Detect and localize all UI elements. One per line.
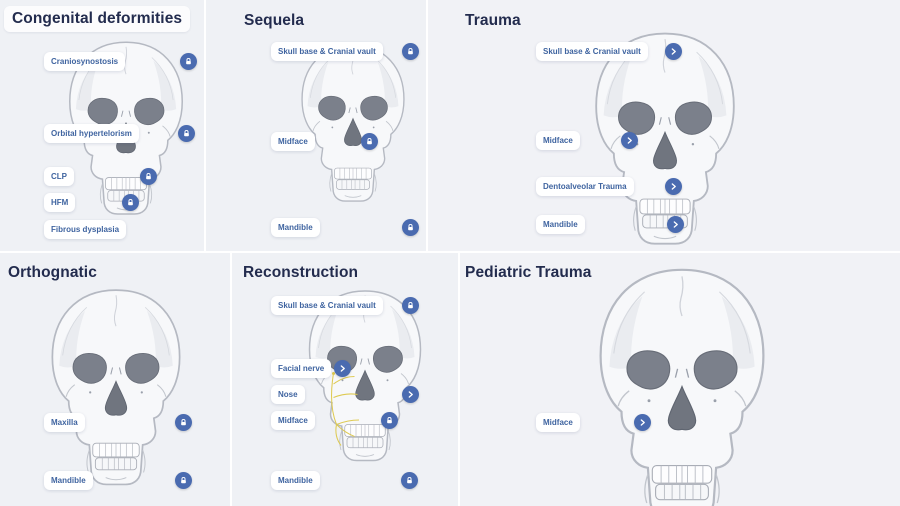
- lock-button[interactable]: [402, 297, 419, 314]
- item-label-button[interactable]: Orbital hypertelorism: [44, 124, 139, 143]
- chevron-button[interactable]: [667, 216, 684, 233]
- panel-title: Trauma: [465, 12, 521, 29]
- item-label-button[interactable]: Skull base & Cranial vault: [271, 42, 383, 61]
- menu-item: Midface: [271, 411, 398, 430]
- chevron-right-icon: [673, 221, 678, 228]
- menu-item: Maxilla: [44, 413, 192, 432]
- lock-icon: [408, 48, 413, 55]
- item-label-button[interactable]: Skull base & Cranial vault: [536, 42, 648, 61]
- lock-button[interactable]: [381, 412, 398, 429]
- lock-button[interactable]: [402, 219, 419, 236]
- panel-title: Congenital deformities: [4, 6, 191, 32]
- item-label-button[interactable]: Maxilla: [44, 413, 85, 432]
- chevron-button[interactable]: [621, 132, 638, 149]
- item-label-button[interactable]: Skull base & Cranial vault: [271, 296, 383, 315]
- lock-button[interactable]: [175, 414, 192, 431]
- panel-pediatric-trauma: Pediatric Trauma Midface: [460, 253, 900, 506]
- lock-icon: [184, 130, 189, 137]
- chevron-right-icon: [408, 391, 413, 398]
- menu-item: Fibrous dysplasia: [44, 220, 127, 239]
- item-list: Midface: [460, 253, 900, 506]
- lock-button[interactable]: [175, 472, 192, 489]
- lock-icon: [146, 173, 151, 180]
- item-label-button[interactable]: Craniosynostosis: [44, 52, 126, 71]
- lock-button[interactable]: [178, 125, 195, 142]
- chevron-button[interactable]: [334, 360, 351, 377]
- menu-item: CLP: [44, 167, 157, 186]
- chevron-button[interactable]: [634, 414, 651, 431]
- chevron-button[interactable]: [402, 386, 419, 403]
- menu-item: Skull base & Cranial vault: [271, 296, 419, 315]
- chevron-right-icon: [640, 419, 645, 426]
- chevron-button[interactable]: [665, 178, 682, 195]
- chevron-right-icon: [340, 365, 345, 372]
- item-label-button[interactable]: Mandible: [271, 218, 320, 237]
- facial-nerve-overlay: [331, 372, 360, 446]
- menu-item: Skull base & Cranial vault: [536, 42, 682, 61]
- lock-button[interactable]: [180, 53, 197, 70]
- lock-icon: [367, 138, 372, 145]
- lock-icon: [408, 224, 413, 231]
- item-label-button[interactable]: Midface: [271, 132, 315, 151]
- lock-icon: [387, 417, 392, 424]
- menu-item: Mandible: [536, 215, 684, 234]
- menu-item: Facial nerve: [271, 359, 351, 378]
- lock-button[interactable]: [140, 168, 157, 185]
- item-label-button[interactable]: HFM: [44, 193, 76, 212]
- skull-illustration: [290, 285, 440, 480]
- menu-item: Mandible: [271, 471, 418, 490]
- panel-title: Reconstruction: [243, 264, 359, 281]
- item-label-button[interactable]: Fibrous dysplasia: [44, 220, 127, 239]
- menu-item: Orbital hypertelorism: [44, 124, 195, 143]
- item-label-button[interactable]: CLP: [44, 167, 74, 186]
- menu-item: Midface: [536, 131, 638, 150]
- item-label-button[interactable]: Midface: [536, 413, 580, 432]
- item-label-button[interactable]: Midface: [271, 411, 315, 430]
- lock-icon: [181, 477, 186, 484]
- panel-reconstruction: Reconstruction Skull base & Cranial vaul…: [232, 253, 458, 506]
- menu-item: Mandible: [271, 218, 419, 237]
- panel-title: Sequela: [244, 12, 305, 29]
- item-label-button[interactable]: Facial nerve: [271, 359, 332, 378]
- lock-button[interactable]: [122, 194, 139, 211]
- item-label-button[interactable]: Midface: [536, 131, 580, 150]
- item-label-button[interactable]: Mandible: [271, 471, 320, 490]
- item-label-button[interactable]: Nose: [271, 385, 305, 404]
- panel-title: Pediatric Trauma: [465, 264, 592, 281]
- item-label-button[interactable]: Dentoalveolar Trauma: [536, 177, 634, 196]
- lock-icon: [186, 58, 191, 65]
- lock-icon: [407, 477, 412, 484]
- menu-item: Mandible: [44, 471, 192, 490]
- lock-button[interactable]: [402, 43, 419, 60]
- item-label-button[interactable]: Mandible: [44, 471, 93, 490]
- menu-item: Dentoalveolar Trauma: [536, 177, 682, 196]
- menu-item: Skull base & Cranial vault: [271, 42, 419, 61]
- lock-button[interactable]: [401, 472, 418, 489]
- menu-item: Nose: [271, 385, 419, 404]
- lock-icon: [128, 199, 133, 206]
- lock-icon: [408, 302, 413, 309]
- chevron-button[interactable]: [665, 43, 682, 60]
- chevron-right-icon: [671, 183, 676, 190]
- menu-item: Craniosynostosis: [44, 52, 197, 71]
- menu-item: HFM: [44, 193, 139, 212]
- chevron-right-icon: [627, 137, 632, 144]
- menu-item: Midface: [271, 132, 378, 151]
- chevron-right-icon: [671, 48, 676, 55]
- lock-icon: [181, 419, 186, 426]
- lock-button[interactable]: [361, 133, 378, 150]
- panel-title: Orthognatic: [8, 264, 97, 281]
- item-label-button[interactable]: Mandible: [536, 215, 585, 234]
- menu-item: Midface: [536, 413, 651, 432]
